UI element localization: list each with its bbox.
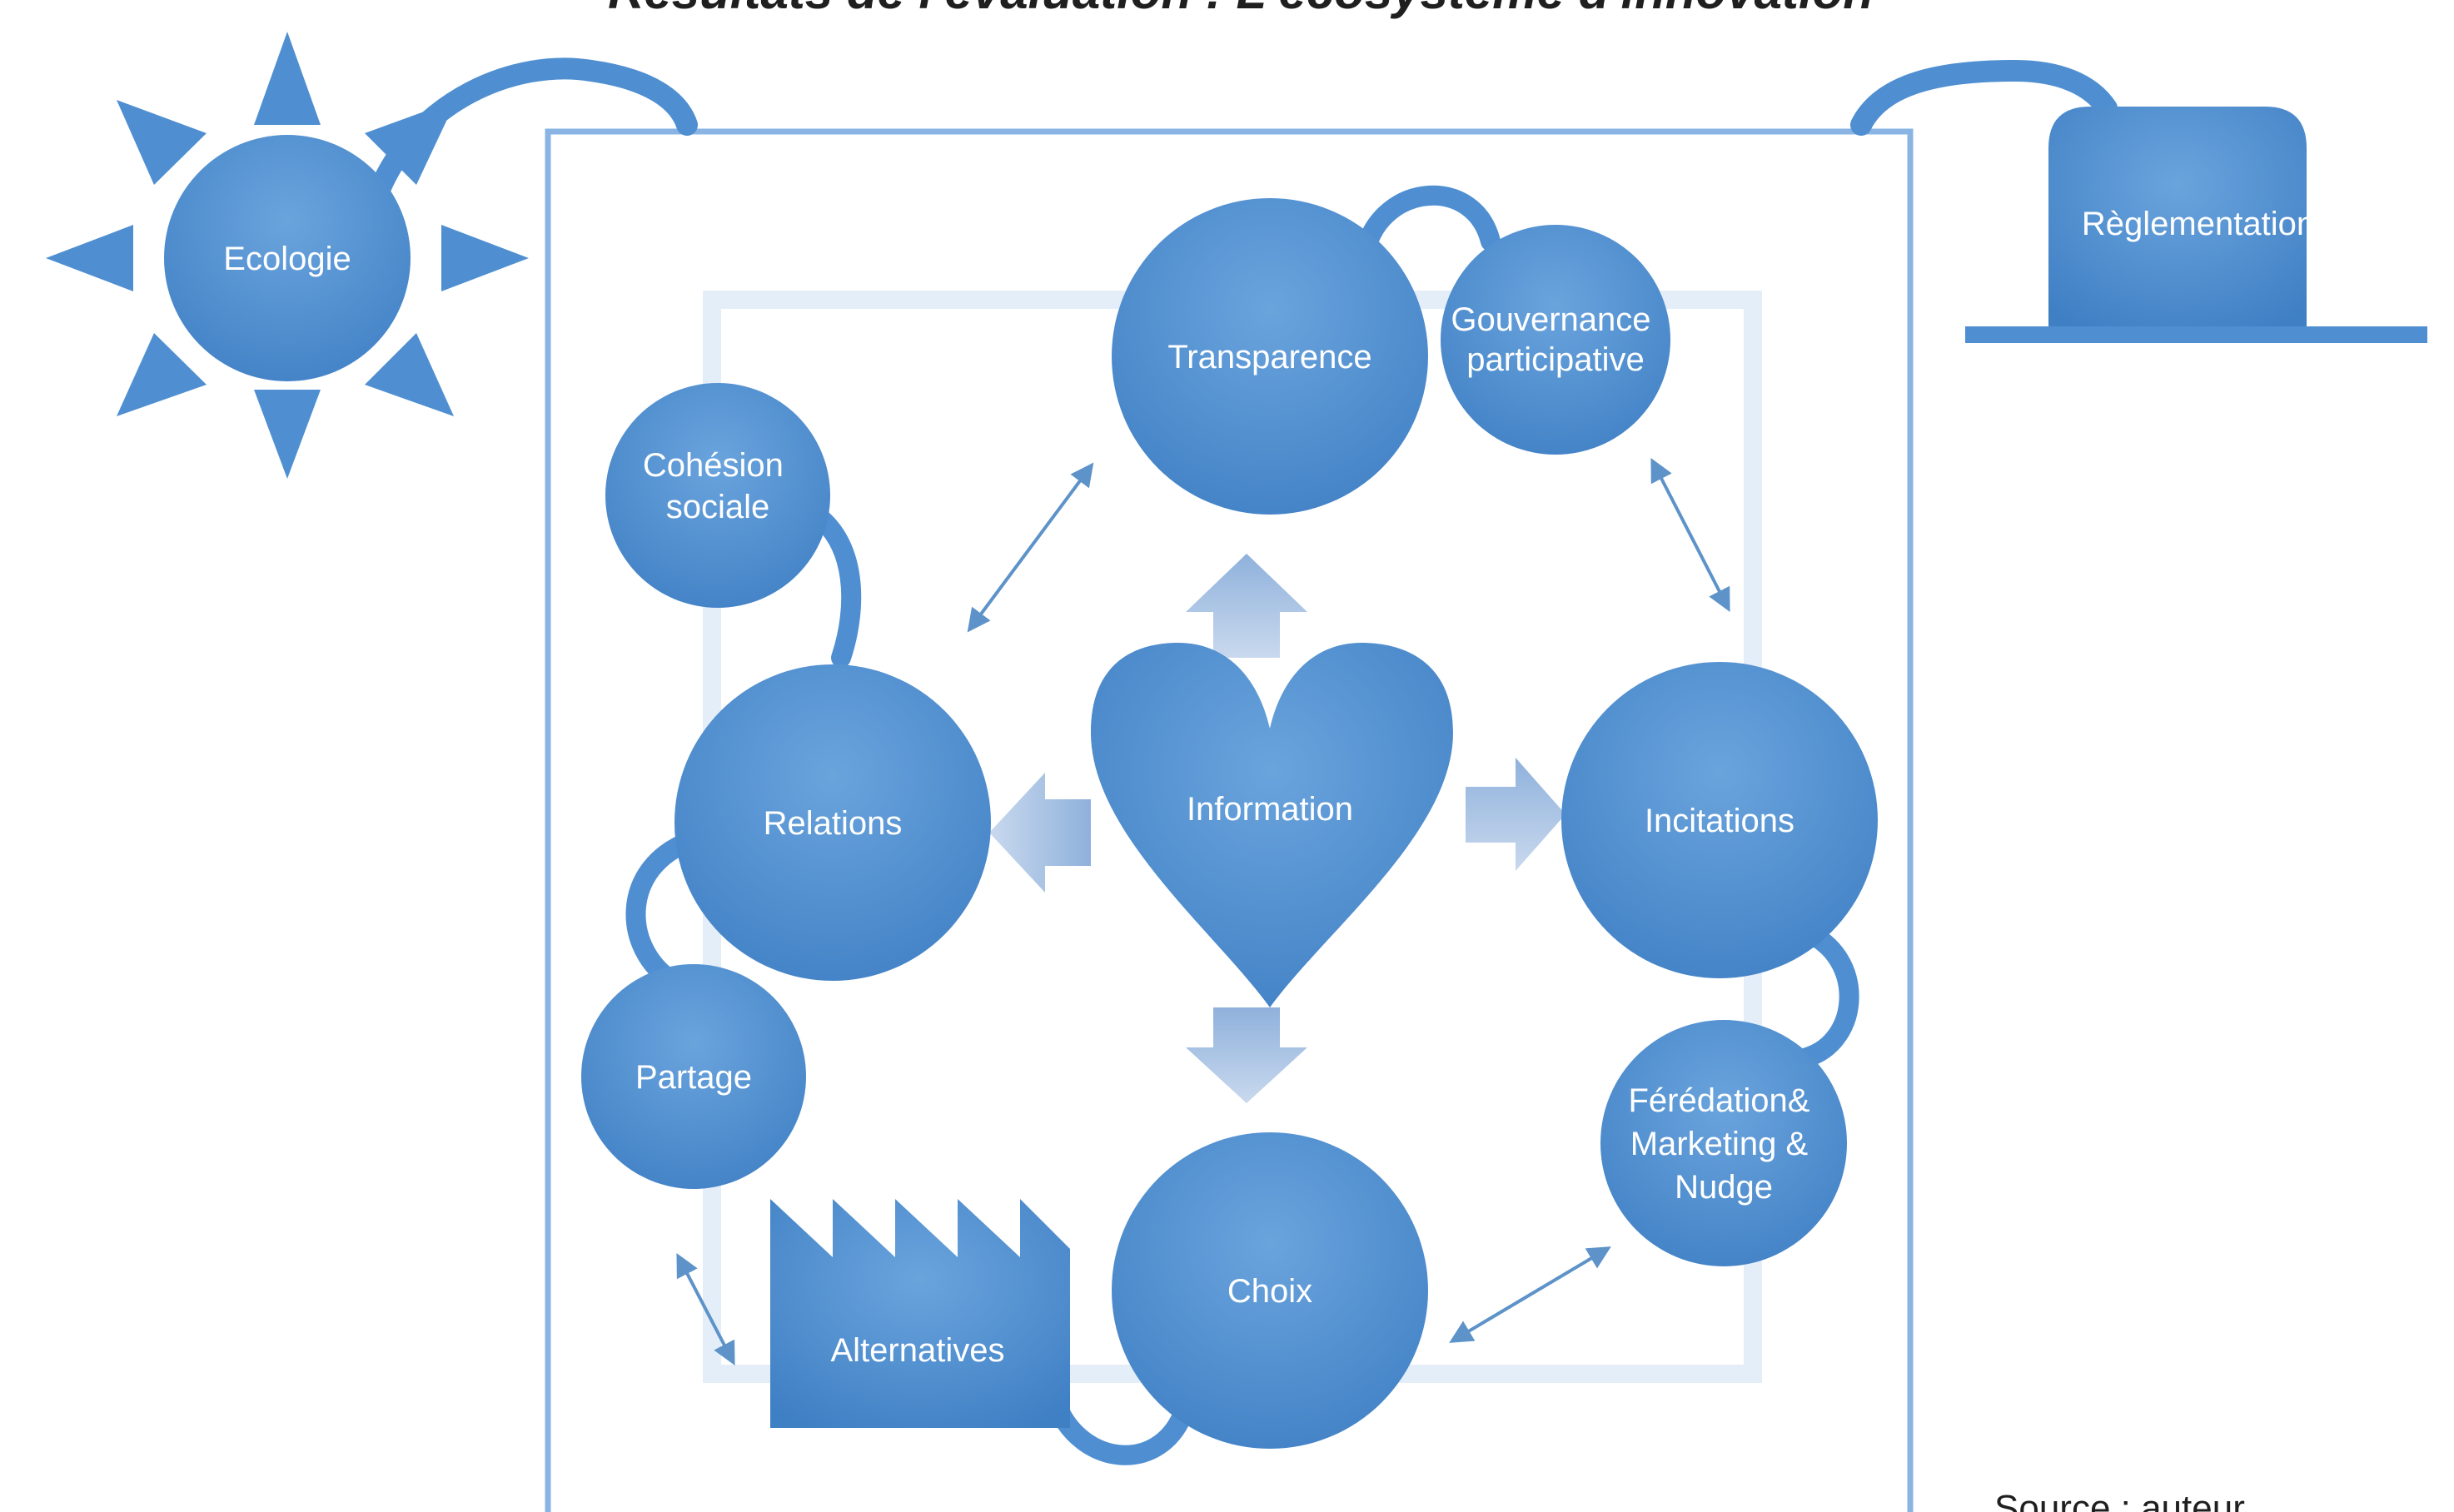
svg-text:Férédation& Marketing &: Férédation& Marketing & Nudge (1628, 1082, 1819, 1206)
incitations-label: Incitations (1645, 803, 1794, 839)
federation-label-line3: Nudge (1675, 1169, 1773, 1206)
cohesion-relations-connector (802, 502, 862, 668)
block-arrow-right (1466, 758, 1565, 871)
cohesion-label-line1: Cohésion (643, 447, 784, 484)
heart-icon: Information (1091, 643, 1453, 1007)
federation-label-line1: Férédation& (1628, 1082, 1809, 1119)
diagram-title: Résultats de l'évaluation : L'écosystème… (608, 0, 1874, 19)
block-arrow-left (989, 773, 1091, 893)
alternatives-choix-connector (1048, 1397, 1192, 1465)
alternatives-label: Alternatives (831, 1332, 1005, 1369)
arrow-partage-alternatives (676, 1253, 735, 1365)
source-note: Source : auteur (1994, 1488, 2245, 1512)
choix-node: Choix (1112, 1132, 1428, 1449)
cohesion-label-line2: sociale (666, 489, 770, 525)
gouvernance-label-line2: participative (1466, 341, 1644, 378)
partage-label: Partage (635, 1059, 752, 1096)
incitations-federation-connector (1797, 923, 1859, 1067)
ecosystem-frame (545, 128, 1914, 1512)
ecologie-label: Ecologie (223, 241, 351, 277)
arrow-federation-choix (1449, 1246, 1611, 1343)
transparence-label: Transparence (1167, 339, 1371, 376)
svg-text:Gouvernance participativ: Gouvernance participative (1451, 301, 1660, 378)
arrow-gouvernance-incitations (1650, 458, 1730, 612)
relations-partage-connector (625, 831, 701, 992)
partage-node: Partage (581, 964, 806, 1189)
arrow-relations-transparence (967, 462, 1094, 633)
relations-node: Relations (674, 664, 991, 981)
block-arrow-down (1186, 1007, 1307, 1103)
relations-label: Relations (764, 805, 903, 842)
gouvernance-label-line1: Gouvernance (1451, 301, 1650, 338)
factory-icon: Alternatives (770, 1199, 1070, 1428)
cohesion-node: Cohésion sociale (605, 383, 830, 608)
gouvernance-node: Gouvernance participative (1441, 225, 1670, 455)
block-arrow-up (1186, 554, 1307, 658)
reglementation-connector (1850, 59, 2118, 136)
reglementation-label: Règlementation (2082, 206, 2315, 242)
federation-label-line2: Marketing & (1630, 1126, 1809, 1162)
ecologie-node (164, 135, 411, 381)
choix-label: Choix (1227, 1273, 1312, 1310)
building-block-icon: Règlementation (1965, 107, 2427, 343)
sun-icon: Ecologie (46, 32, 529, 479)
incitations-node: Incitations (1561, 662, 1878, 978)
federation-node: Férédation& Marketing & Nudge (1600, 1020, 1847, 1266)
information-label: Information (1187, 791, 1353, 828)
transparence-gouvernance-connector (1356, 185, 1501, 260)
transparence-node: Transparence (1112, 198, 1428, 515)
svg-text:Cohésion sociale: Cohésion sociale (643, 447, 793, 525)
